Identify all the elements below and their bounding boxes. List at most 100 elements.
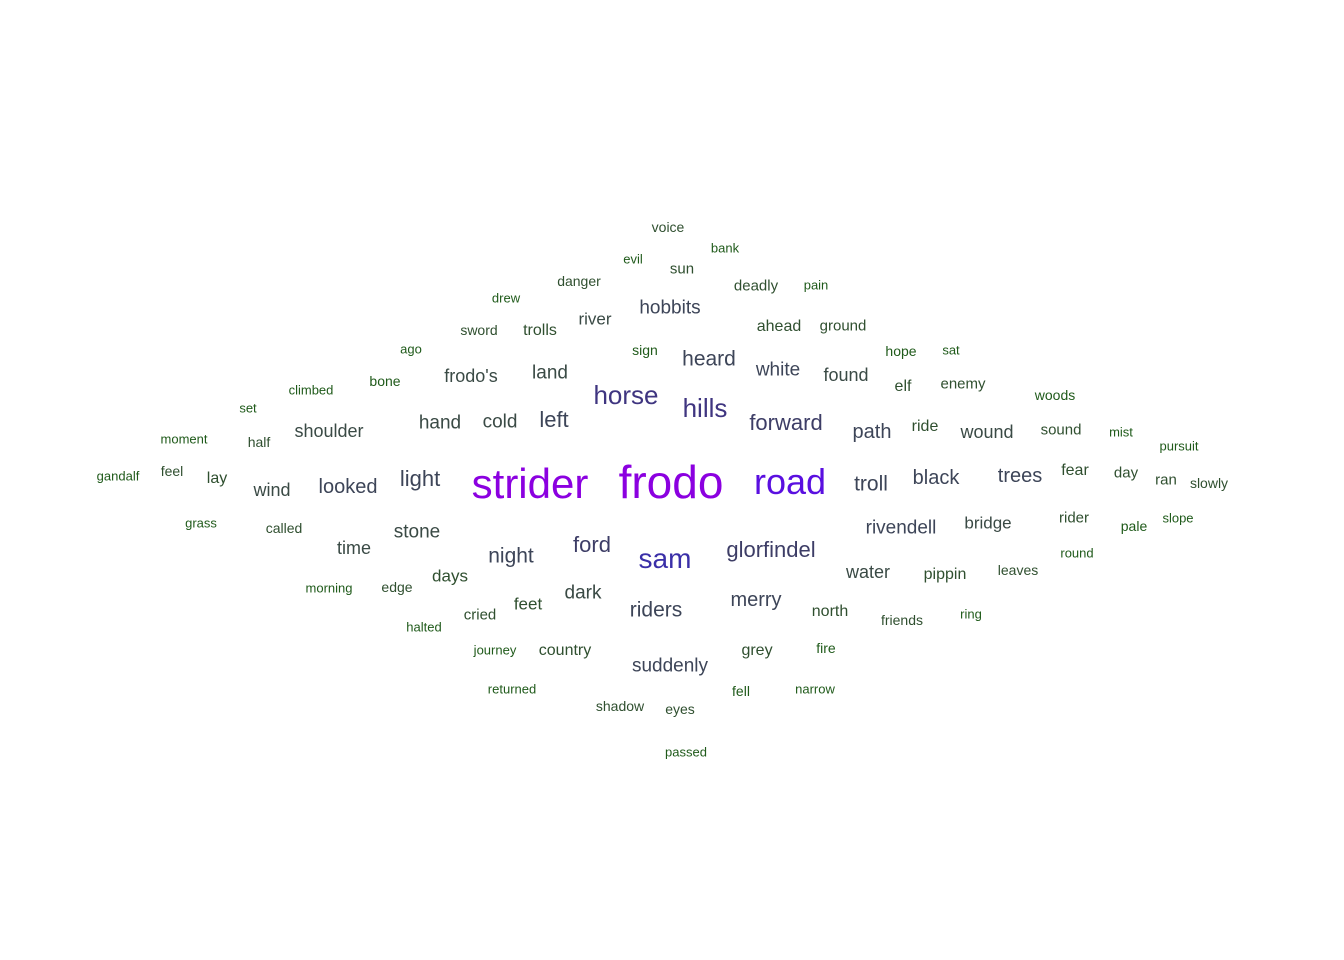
word-white: white [755,359,801,381]
word-troll: troll [854,472,888,496]
word-bone: bone [369,373,401,389]
word-slowly: slowly [1189,475,1229,491]
word-hobbits: hobbits [639,297,701,319]
word-returned: returned [487,681,537,697]
word-bridge: bridge [964,513,1012,533]
word-pain: pain [803,277,829,293]
word-ahead: ahead [756,318,802,335]
word-deadly: deadly [733,277,779,295]
word-sign: sign [632,342,658,358]
word-lay: lay [206,470,228,487]
word-slope: slope [1162,510,1194,526]
word-time: time [336,538,372,558]
word-narrow: narrow [795,681,835,697]
word-horse: horse [593,380,659,410]
word-found: found [823,365,869,385]
word-gandalf: gandalf [96,468,140,484]
word-trolls: trolls [523,322,557,339]
word-pursuit: pursuit [1159,438,1199,454]
word-set: set [239,400,257,416]
word-ring: ring [960,606,982,622]
word-climbed: climbed [288,382,334,398]
word-shadow: shadow [595,698,645,714]
word-days: days [432,566,468,586]
word-night: night [488,544,534,568]
word-passed: passed [665,744,707,760]
word-rider: rider [1058,509,1090,527]
word-north: north [811,603,849,620]
word-called: called [265,520,303,536]
word-path: path [852,421,892,443]
word-edge: edge [381,579,413,595]
word-frodo: frodo [618,456,724,508]
word-fear: fear [1061,462,1089,479]
word-pale: pale [1120,518,1148,534]
word-heard: heard [682,347,736,371]
word-round: round [1060,545,1094,561]
word-merry: merry [730,589,782,611]
word-leaves: leaves [997,562,1039,578]
word-half: half [247,434,271,450]
word-grass: grass [185,515,217,531]
word-eyes: eyes [665,701,695,717]
word-strider: strider [471,460,589,507]
word-ride: ride [911,418,939,435]
word-ground: ground [819,317,867,335]
word-river: river [578,309,612,329]
word-left: left [539,407,569,432]
word-moment: moment [160,431,208,447]
word-land: land [532,362,568,384]
word-country: country [538,642,592,659]
word-enemy: enemy [940,375,986,393]
word-feet: feet [513,594,543,614]
word-drew: drew [491,290,521,306]
word-cried: cried [463,606,497,624]
word-shoulder: shoulder [294,421,364,441]
word-ago: ago [400,341,422,357]
word-danger: danger [557,273,601,289]
word-day: day [1113,464,1139,482]
word-ran: ran [1155,471,1177,489]
word-stone: stone [393,521,441,543]
word-hand: hand [418,412,462,434]
word-glorfindel: glorfindel [726,537,816,562]
word-journey: journey [473,642,517,658]
word-morning: morning [305,580,353,596]
word-sat: sat [942,342,960,358]
word-mist: mist [1109,424,1133,440]
word-sun: sun [669,260,695,278]
word-bank: bank [710,240,740,256]
word-road: road [753,461,827,502]
word-wound: wound [960,422,1014,442]
word-looked: looked [318,476,378,498]
word-ford: ford [573,532,611,557]
word-sound: sound [1040,421,1082,439]
word-dark: dark [564,582,602,604]
word-cold: cold [482,411,518,433]
word-evil: evil [623,251,643,267]
word-sam: sam [638,543,692,574]
word-frodos: frodo's [444,366,498,386]
word-hills: hills [682,393,728,423]
word-riders: riders [629,598,683,622]
word-light: light [399,466,441,491]
word-black: black [912,467,960,489]
word-trees: trees [997,465,1043,487]
word-forward: forward [749,410,823,435]
word-halted: halted [406,619,442,635]
word-hope: hope [885,343,917,359]
word-sword: sword [460,322,498,338]
word-feel: feel [160,463,184,479]
word-voice: voice [651,219,685,235]
word-rivendell: rivendell [865,517,937,539]
word-fell: fell [732,683,750,699]
word-water: water [845,562,891,582]
word-grey: grey [741,642,773,659]
word-elf: elf [894,378,912,395]
word-wind: wind [253,480,291,500]
word-friends: friends [880,612,924,628]
word-woods: woods [1034,387,1076,403]
word-suddenly: suddenly [631,655,709,677]
word-pippin: pippin [923,566,967,583]
